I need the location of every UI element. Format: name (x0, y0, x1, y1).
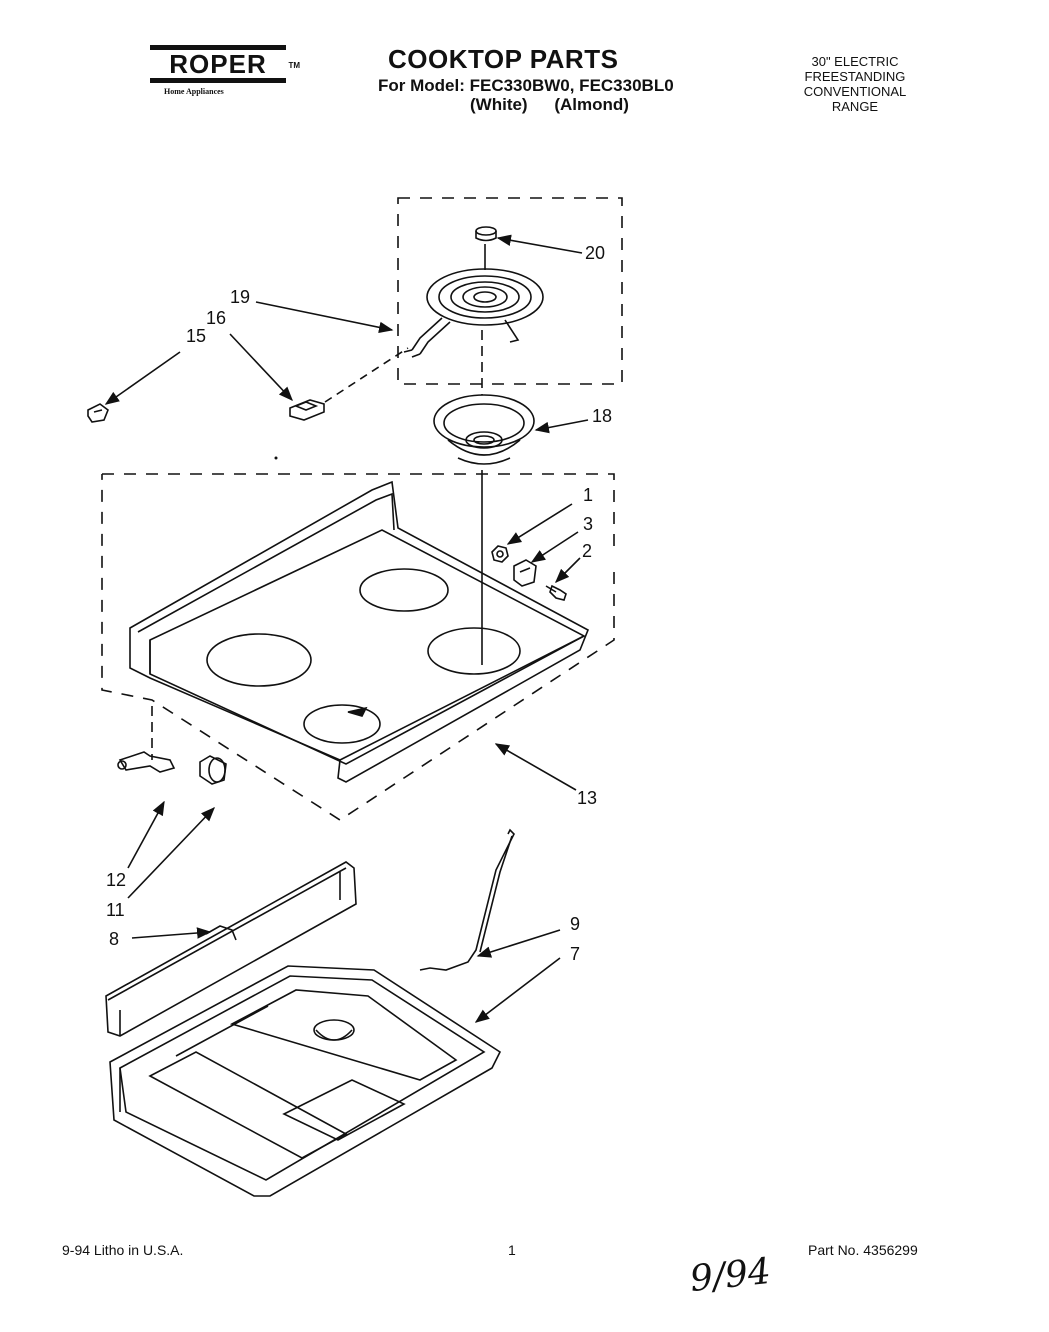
range-line-4: RANGE (831, 99, 879, 114)
leader-2 (554, 557, 581, 584)
leader-8 (131, 927, 212, 939)
footer-print-info: 9-94 Litho in U.S.A. (62, 1242, 184, 1258)
surface-element-part (403, 244, 544, 358)
cooktop-group-outline (101, 473, 615, 821)
variant-white: (White) (470, 95, 528, 114)
nut-part (491, 545, 509, 563)
leader-20 (496, 234, 583, 254)
connector-part (117, 751, 176, 773)
callout-12: 12 (106, 870, 127, 890)
leader-1 (506, 503, 573, 545)
terminal-dash-line (324, 347, 409, 403)
callout-11: 11 (106, 900, 125, 920)
callout-20: 20 (585, 243, 606, 263)
logo-bar-bottom (150, 78, 286, 83)
callout-7: 7 (570, 944, 581, 964)
leader-13 (494, 743, 577, 791)
page-title: COOKTOP PARTS (388, 44, 619, 74)
logo-brand-text: ROPER (169, 49, 267, 79)
model-variants: (White) (Almond) (470, 95, 651, 115)
sleeve-part (199, 755, 227, 785)
callout-19: 19 (230, 287, 251, 307)
range-line-2: FREESTANDING (804, 69, 906, 84)
leader-16 (229, 333, 293, 402)
clip-part (87, 403, 109, 423)
logo-bar-top (150, 45, 286, 50)
callout-2: 2 (582, 541, 593, 561)
rod-part (419, 828, 515, 971)
range-line-1: 30" ELECTRIC (811, 54, 899, 69)
callout-18: 18 (592, 406, 613, 426)
logo-trademark: TM (288, 61, 300, 70)
drip-bowl-part (433, 394, 535, 465)
callout-16: 16 (206, 308, 227, 328)
leader-12 (127, 800, 165, 869)
variant-almond: (Almond) (554, 95, 629, 114)
callout-3: 3 (583, 514, 594, 534)
callout-1: 1 (583, 485, 594, 505)
bracket-part (513, 559, 537, 587)
leader-7 (474, 957, 561, 1023)
burner-box-part (109, 965, 502, 1197)
logo-tagline: Home Appliances (164, 87, 224, 96)
element-group-box (397, 197, 623, 385)
callout-15: 15 (186, 326, 207, 346)
leader-19 (255, 301, 394, 334)
callout-8: 8 (109, 929, 120, 949)
callout-13: 13 (577, 788, 598, 808)
leader-9 (476, 929, 561, 958)
front-panel-part (105, 861, 357, 1037)
footer-page-number: 1 (508, 1242, 516, 1258)
leader-18 (534, 419, 589, 434)
cooktop-main-top-part (129, 480, 590, 783)
range-line-3: CONVENTIONAL (803, 84, 907, 99)
terminal-block-part (289, 399, 325, 421)
handwritten-date-note: 9/94 (688, 1250, 773, 1301)
roper-logo: ROPER TM Home Appliances (150, 44, 300, 96)
footer-part-number: Part No. 4356299 (808, 1242, 918, 1258)
range-description: 30" ELECTRIC FREESTANDING CONVENTIONAL R… (790, 54, 920, 114)
screw-part (545, 584, 567, 601)
leader-11 (127, 806, 215, 899)
element-cap-part (475, 226, 497, 242)
leader-15 (104, 351, 181, 405)
callout-9: 9 (570, 914, 581, 934)
model-line: For Model: FEC330BW0, FEC330BL0 (378, 76, 674, 95)
leader-3 (530, 531, 579, 563)
